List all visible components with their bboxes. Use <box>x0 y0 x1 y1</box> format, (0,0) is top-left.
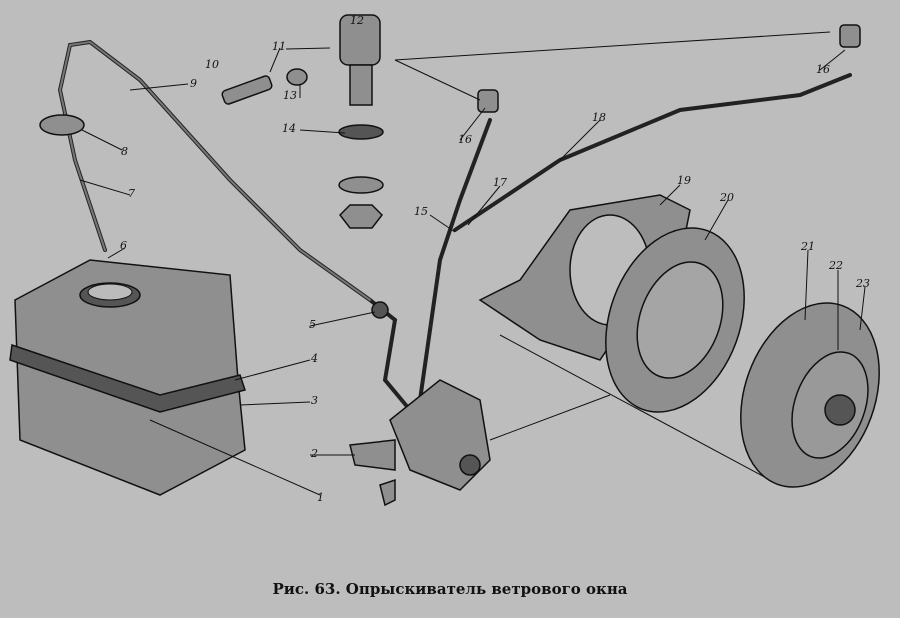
label-5: 5 <box>309 318 316 331</box>
leader-lines <box>79 47 866 496</box>
reservoir <box>9 259 246 496</box>
label-3: 3 <box>311 394 318 407</box>
label-6: 6 <box>120 239 127 252</box>
label-12: 12 <box>350 14 364 27</box>
arrow <box>489 394 611 441</box>
label-11: 11 <box>272 40 286 53</box>
label-19: 19 <box>677 174 691 187</box>
nozzle-16-right <box>839 24 861 48</box>
nozzle-16-left <box>477 89 499 113</box>
label-7: 7 <box>128 187 135 200</box>
label-16-right: 16 <box>816 63 830 76</box>
hose-15 <box>418 118 492 402</box>
pump <box>349 379 491 491</box>
label-15: 15 <box>414 205 428 218</box>
label-16-left: 16 <box>458 133 472 146</box>
label-23: 23 <box>855 277 870 290</box>
grommet-5 <box>371 301 389 319</box>
figure-caption: Рис. 63. Опрыскиватель ветрового окна <box>272 580 628 598</box>
jet-assembly <box>221 14 384 229</box>
label-13: 13 <box>283 89 297 102</box>
label-9: 9 <box>190 77 197 90</box>
label-18: 18 <box>592 111 606 124</box>
label-20: 20 <box>719 191 734 204</box>
label-4: 4 <box>310 352 318 365</box>
label-10: 10 <box>205 58 219 71</box>
label-2: 2 <box>310 447 318 460</box>
bolt-1 <box>379 478 396 507</box>
label-17: 17 <box>493 176 507 189</box>
label-21: 21 <box>800 240 815 253</box>
label-14: 14 <box>282 122 296 135</box>
label-8: 8 <box>121 145 128 158</box>
clip-8 <box>39 114 85 136</box>
label-1: 1 <box>317 491 324 504</box>
hose-18 <box>453 73 852 232</box>
label-22: 22 <box>828 259 843 272</box>
